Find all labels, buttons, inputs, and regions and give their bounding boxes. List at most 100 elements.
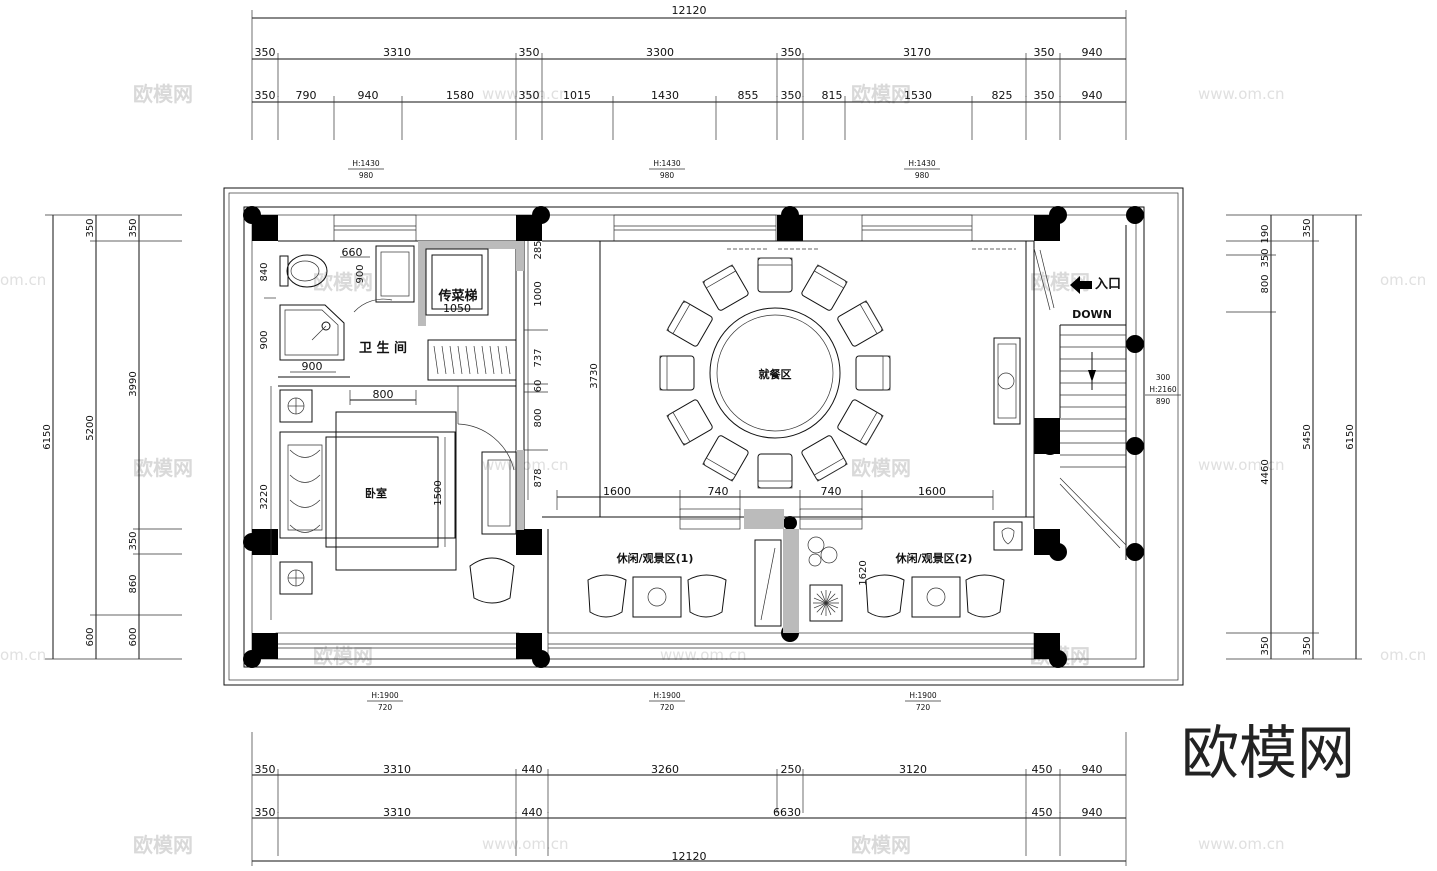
dim-label: 600 <box>85 627 96 646</box>
window-height-label: H:1900 <box>371 691 398 700</box>
dining-chair <box>757 257 793 293</box>
dim-label: 350 <box>1302 636 1313 655</box>
dining-chair <box>801 435 848 482</box>
dim-label: 600 <box>128 627 139 646</box>
watermark-url: om.cn <box>0 271 46 289</box>
window-height-label: H:1430 <box>653 159 680 168</box>
dim-label: 840 <box>259 262 270 281</box>
dim-label: 350 <box>1260 636 1271 655</box>
dim-label: 350 <box>781 89 802 102</box>
dim-label: 1015 <box>563 89 591 102</box>
dim-label: 6630 <box>773 806 801 819</box>
top-window-labels: H:1430 980 H:1430 980 H:1430 980 <box>348 159 940 180</box>
dim-label: 825 <box>992 89 1013 102</box>
dim-label: 740 <box>821 485 842 498</box>
dim-label: 3310 <box>383 763 411 776</box>
dim-label: 350 <box>85 218 96 237</box>
dim-label: 3730 <box>589 363 600 388</box>
hanger <box>449 345 455 375</box>
dim-label: 660 <box>342 246 363 259</box>
dim-label: 5200 <box>85 415 96 440</box>
dining-area-label: 就餐区 <box>759 367 792 381</box>
watermark-brand: 欧模网 <box>851 456 911 480</box>
lounge-furniture <box>587 508 1023 627</box>
watermark-brand: 欧模网 <box>133 82 193 106</box>
bathroom-label: 卫 生 间 <box>359 340 407 356</box>
plant-leaf <box>813 597 839 609</box>
dim-label: 350 <box>519 89 540 102</box>
dim-label: 3300 <box>646 46 674 59</box>
watermark-brand: 欧模网 <box>313 270 373 294</box>
window-width-label: 980 <box>660 171 675 180</box>
interior-dimensions: 660 900 840 900 900 1050 800 1500 3220 2… <box>259 240 994 620</box>
stairs <box>1033 225 1127 560</box>
dim-label: 285 <box>533 240 544 259</box>
watermark-brand: 欧模网 <box>133 833 193 857</box>
dim-label: 800 <box>533 408 544 427</box>
sideboard <box>993 337 1021 425</box>
room-labels: 就餐区 卧室 卫 生 间 传菜梯 休闲/观景区(1) 休闲/观景区(2) 入口 … <box>359 277 1121 565</box>
dim-label: 1580 <box>446 89 474 102</box>
dim-label: 860 <box>128 574 139 593</box>
dim-label: 878 <box>533 468 544 487</box>
dim-label: 1620 <box>858 560 869 585</box>
watermark-url: www.om.cn <box>482 85 569 103</box>
dim-label: 940 <box>358 89 379 102</box>
top-dimensions: 12120 350 3310 350 3300 350 3170 350 940… <box>251 4 1127 140</box>
dim-label: 815 <box>822 89 843 102</box>
hanger <box>433 345 439 375</box>
window-height-label: H:1430 <box>908 159 935 168</box>
dim-label: 350 <box>255 46 276 59</box>
hanger <box>457 345 463 375</box>
dim-label: 3990 <box>128 371 139 396</box>
dim-label: 440 <box>522 806 543 819</box>
window-width-label: 720 <box>378 703 393 712</box>
brand-logo: 欧模网 <box>1181 719 1355 787</box>
watermark-url: om.cn <box>0 646 46 664</box>
dim-label: 350 <box>1034 89 1055 102</box>
dim-label: 1530 <box>904 89 932 102</box>
dim-label: 3170 <box>903 46 931 59</box>
entrance-arrow <box>1070 276 1092 294</box>
dim-label: 440 <box>522 763 543 776</box>
interior-walls <box>278 240 1035 633</box>
dim-label: 800 <box>373 388 394 401</box>
dining-chair <box>757 453 793 489</box>
dim-label: 350 <box>519 46 540 59</box>
dim-label: 1600 <box>918 485 946 498</box>
dim-label: 450 <box>1032 806 1053 819</box>
dim-label: 790 <box>296 89 317 102</box>
dining-chair <box>666 300 713 347</box>
window-width-label: 720 <box>916 703 931 712</box>
entrance-label: 入口 <box>1095 277 1121 292</box>
hanger <box>465 345 471 375</box>
left-dimensions: 6150 350 5200 600 350 3990 350 860 600 <box>42 214 182 660</box>
watermark-url: www.om.cn <box>482 835 569 853</box>
dining-chair <box>666 399 713 446</box>
dim-label: 940 <box>1082 763 1103 776</box>
lounge-1-label: 休闲/观景区(1) <box>616 551 694 565</box>
bottom-dimensions: 350 3310 440 3260 250 3120 450 940 350 3… <box>251 732 1127 866</box>
dim-label: 4460 <box>1260 459 1271 484</box>
bathroom-fixtures <box>279 245 415 361</box>
dim-label: 3260 <box>651 763 679 776</box>
window-height-label: H:2160 <box>1149 385 1176 394</box>
dim-label: 350 <box>781 46 802 59</box>
watermark-url: www.om.cn <box>1198 835 1285 853</box>
right-dimensions: 190 350 800 4460 350 350 5450 350 6150 <box>1226 214 1362 660</box>
window-width-label: 720 <box>660 703 675 712</box>
dining-chair <box>659 355 695 391</box>
dim-label: 1600 <box>603 485 631 498</box>
dim-label: 250 <box>781 763 802 776</box>
hanger <box>441 345 447 375</box>
hanger <box>497 345 503 375</box>
watermark-brand: 欧模网 <box>313 644 373 668</box>
dim-label: 5450 <box>1302 424 1313 449</box>
hanger <box>481 345 487 375</box>
dining-chair <box>702 435 749 482</box>
dim-label: 60 <box>533 380 544 393</box>
watermark-url: om.cn <box>1380 271 1426 289</box>
dining-chair <box>837 399 884 446</box>
dining-chair <box>702 264 749 311</box>
dim-label: 1000 <box>533 281 544 306</box>
